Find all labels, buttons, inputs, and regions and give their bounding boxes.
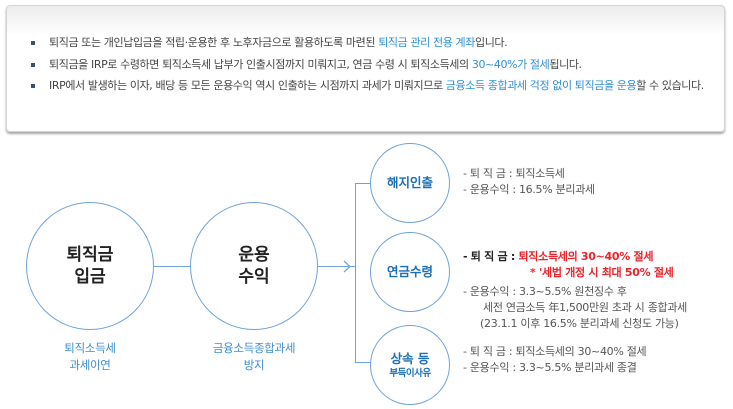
connector-line [154, 266, 191, 268]
step-investment-returns: 운용 수익 [190, 202, 318, 330]
connector-line [318, 266, 355, 268]
highlight-text: 퇴직금 관리 전용 계좌 [378, 36, 475, 49]
outcome-early-withdrawal: 해지인출 [370, 143, 450, 223]
highlight-text: 30~40%가 절세 [471, 57, 550, 71]
info-item: IRP에서 발생하는 이자, 배당 등 모든 운용수익 역시 인출하는 시점까지… [29, 76, 719, 97]
bullet-icon [31, 41, 35, 45]
highlight-text: 금융소득 종합과세 걱정 없이 퇴직금을 운용 [445, 79, 637, 92]
bracket-top [355, 183, 371, 185]
outcome-inheritance: 상속 등 부득이사유 [370, 325, 450, 405]
info-item: 퇴직금을 IRP로 수령하면 퇴직소득세 납부가 인출시점까지 미뤄지고, 연금… [29, 55, 719, 76]
bracket-bottom [355, 362, 371, 364]
outcome3-description: - 퇴 직 금 : 퇴직소득세의 30~40% 절세 - 운용수익 : 3.3~… [463, 345, 647, 374]
outcome-pension-receipt: 연금수령 [370, 232, 450, 312]
bullet-icon [31, 84, 35, 88]
info-box: 퇴직금 또는 개인납입금을 적립·운용한 후 노후자금으로 활용하도록 마련된 … [6, 5, 725, 132]
info-item: 퇴직금 또는 개인납입금을 적립·운용한 후 노후자금으로 활용하도록 마련된 … [29, 33, 719, 54]
step1-caption: 퇴직소득세 과세이연 [64, 341, 116, 372]
bracket-vertical [355, 183, 357, 363]
step2-caption: 금융소득종합과세 방지 [212, 341, 296, 372]
info-list: 퇴직금 또는 개인납입금을 적립·운용한 후 노후자금으로 활용하도록 마련된 … [29, 33, 719, 98]
step-retirement-deposit: 퇴직금 입금 [26, 202, 154, 330]
outcome2-description: - 퇴 직 금 : 퇴직소득세의 30~40% 절세 * '세법 개정 시 최대… [463, 250, 687, 330]
outcome1-description: - 퇴 직 금 : 퇴직소득세 - 운용수익 : 16.5% 분리과세 [463, 167, 595, 196]
bullet-icon [31, 62, 35, 67]
